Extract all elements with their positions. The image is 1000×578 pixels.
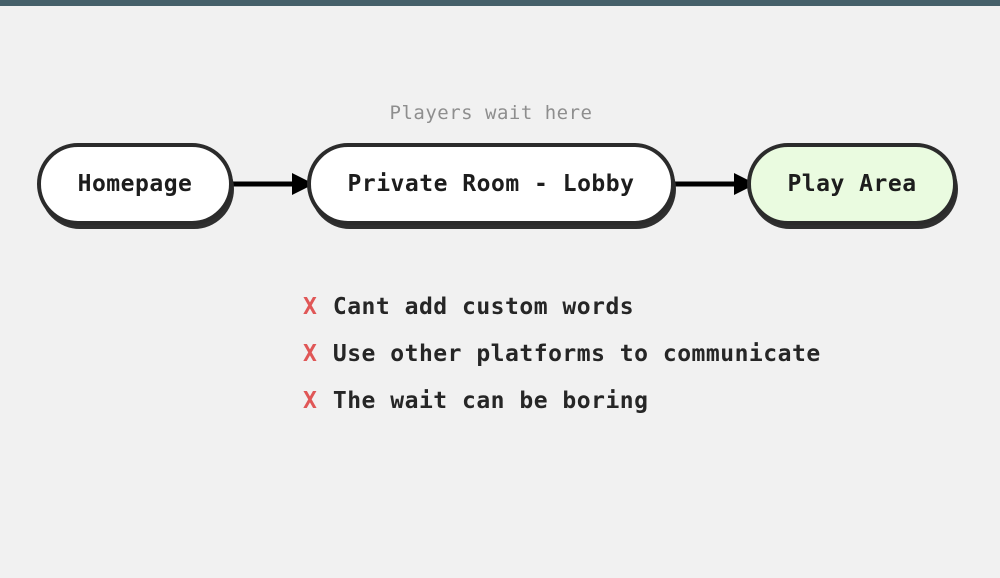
waiting-annotation-label: Players wait here <box>389 102 593 124</box>
flow-arrow-lobby-to-play-area <box>668 173 756 195</box>
flow-node-play-area-label: Play Area <box>787 171 917 197</box>
pain-point-text: The wait can be boring <box>332 388 649 414</box>
top-accent-bar <box>0 0 1000 6</box>
diagram-canvas: Players wait here Homepage Private Room … <box>0 6 1000 578</box>
flow-node-private-room-lobby-label: Private Room - Lobby <box>347 171 635 197</box>
flow-node-private-room-lobby[interactable]: Private Room - Lobby <box>307 143 675 225</box>
pain-point-item: X Use other platforms to communicate <box>303 343 821 366</box>
flow-node-homepage[interactable]: Homepage <box>37 143 233 225</box>
pain-point-text: Use other platforms to communicate <box>332 341 821 367</box>
pain-point-item: X The wait can be boring <box>303 390 821 413</box>
cross-icon: X <box>303 294 317 320</box>
flow-node-homepage-label: Homepage <box>77 171 193 197</box>
cross-icon: X <box>303 388 317 414</box>
flow-node-play-area[interactable]: Play Area <box>747 143 957 225</box>
pain-point-list: X Cant add custom words X Use other plat… <box>303 296 821 413</box>
pain-point-text: Cant add custom words <box>332 294 635 320</box>
pain-point-item: X Cant add custom words <box>303 296 821 319</box>
cross-icon: X <box>303 341 317 367</box>
arrow-head-icon <box>292 173 314 195</box>
arrow-head-icon <box>734 173 756 195</box>
flow-arrow-homepage-to-lobby <box>226 173 314 195</box>
